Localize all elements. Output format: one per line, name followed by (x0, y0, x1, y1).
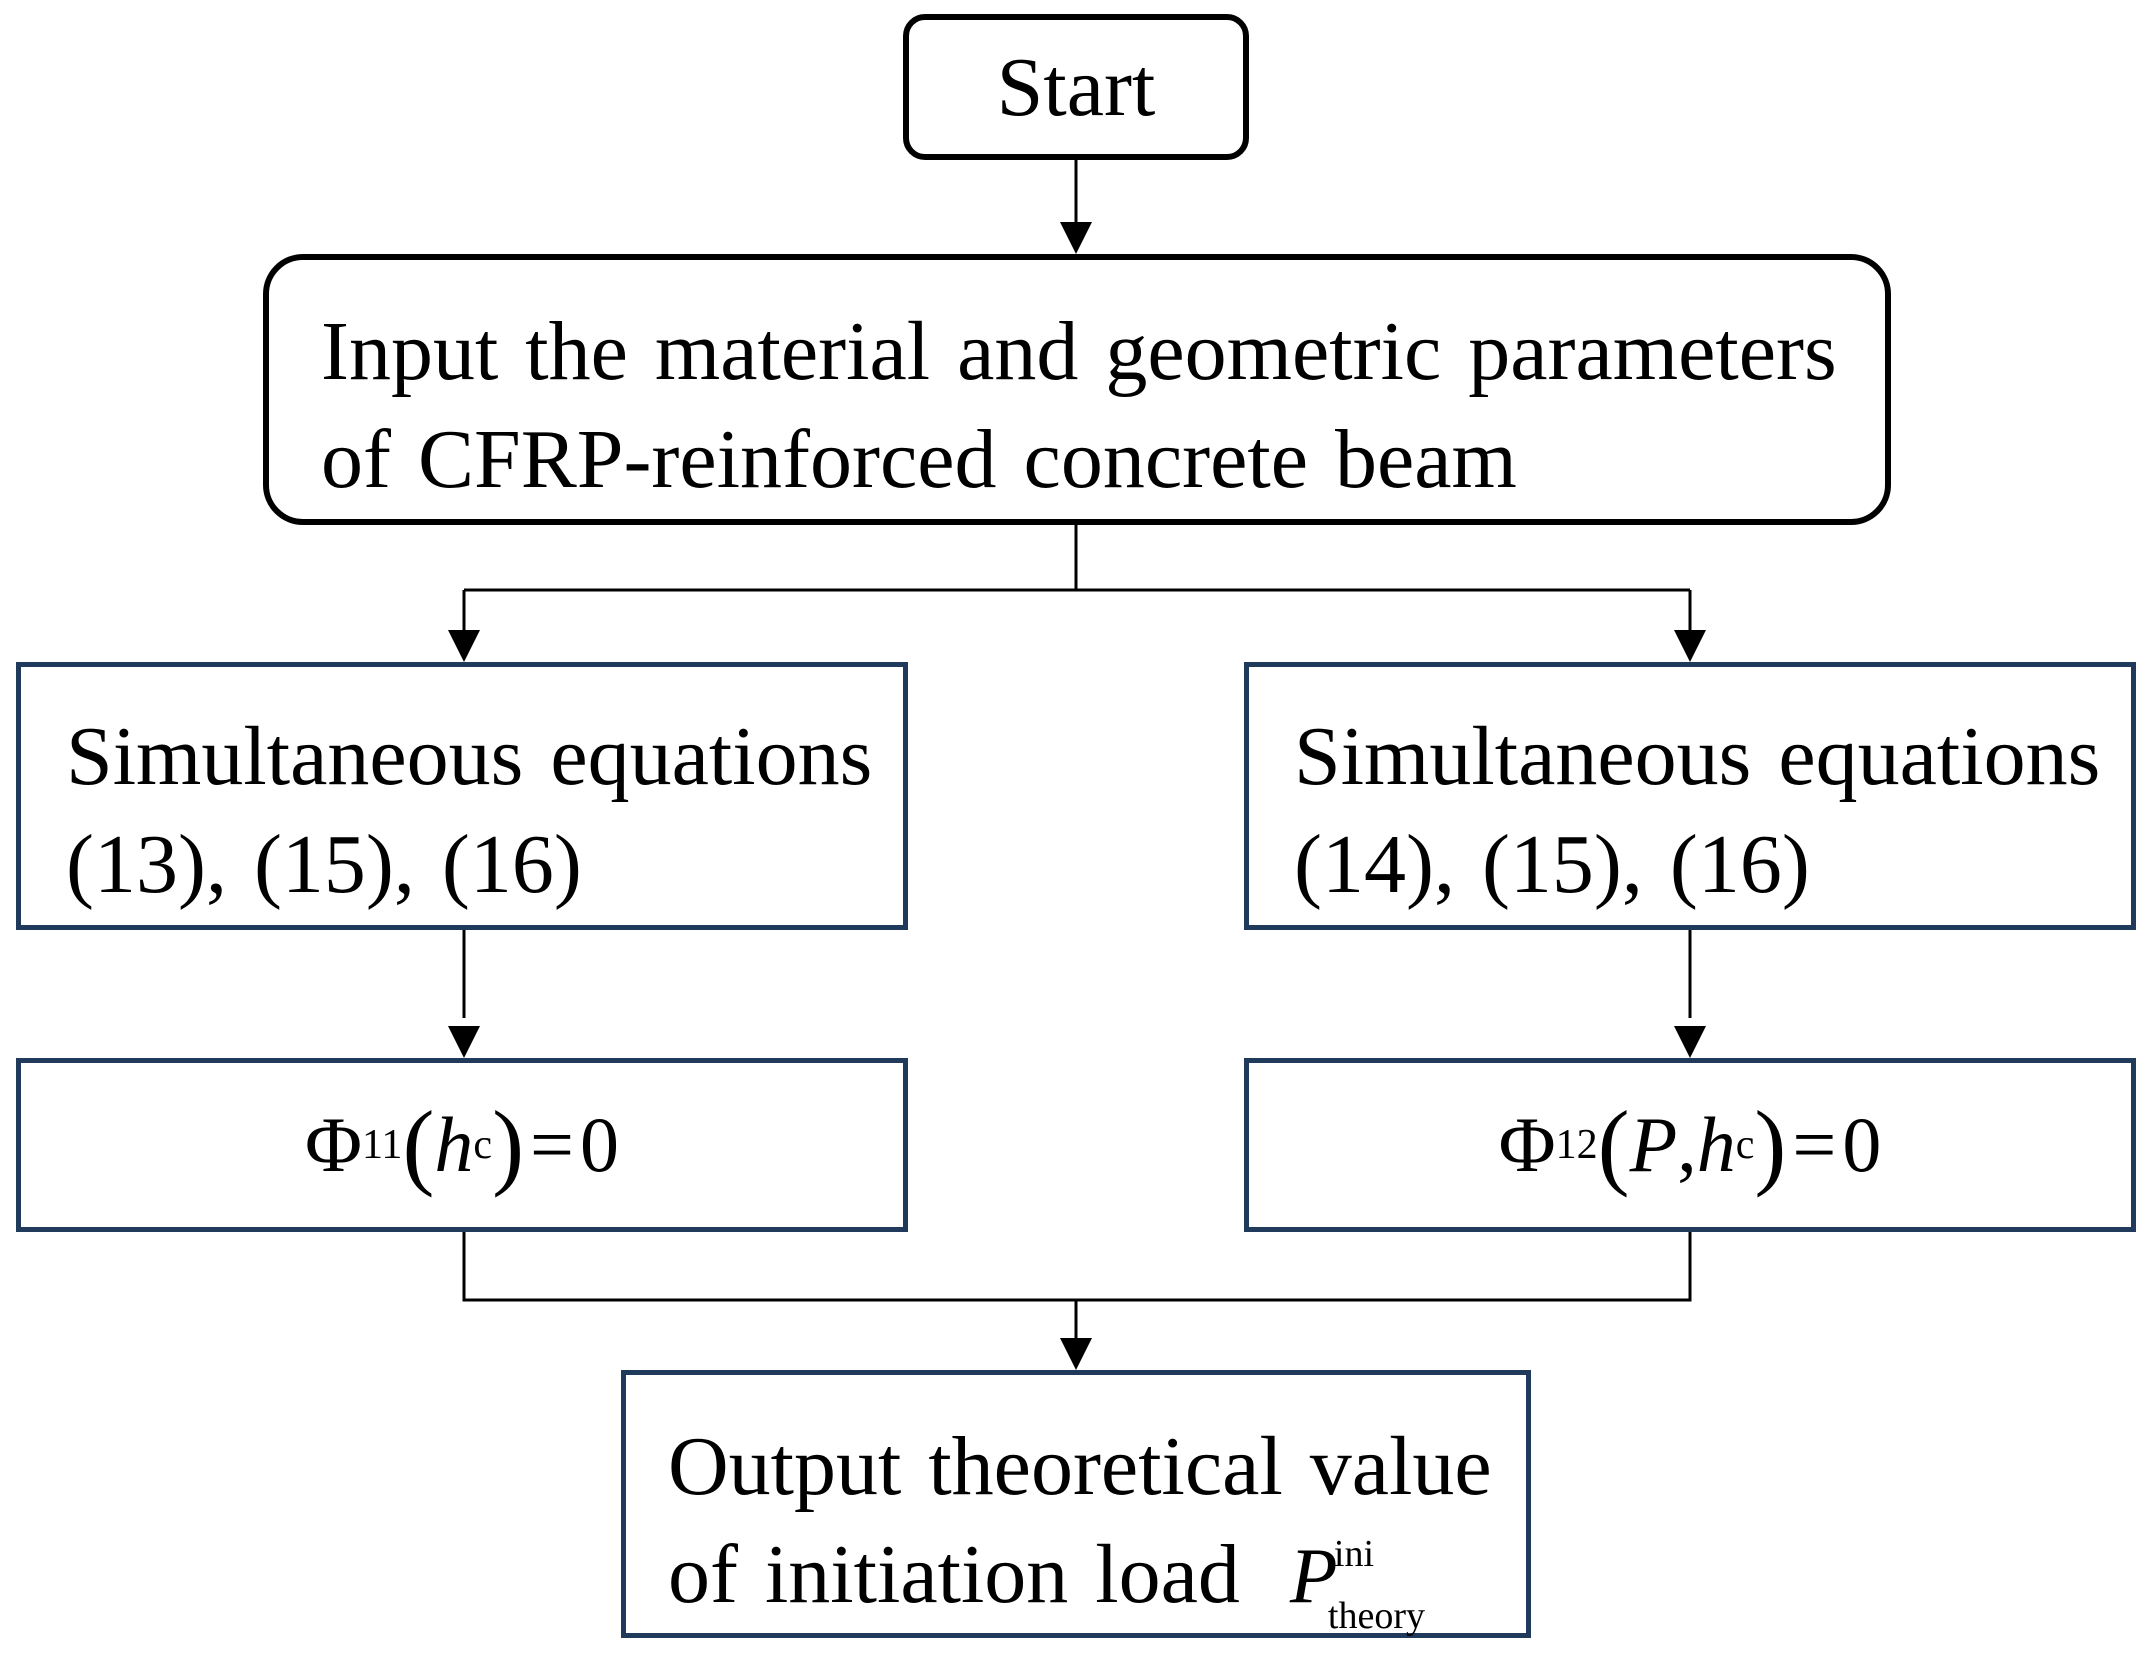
right-arg-sub: c (1735, 1122, 1755, 1168)
arrowhead-input (1060, 222, 1092, 254)
right-equations-node: Simultaneous equations (14), (15), (16) (1244, 662, 2136, 930)
start-label: Start (996, 40, 1156, 134)
right-arg-2: h (1696, 1101, 1736, 1188)
right-equations-text: Simultaneous equations (14), (15), (16) (1294, 703, 2100, 919)
symbol-base: P (1289, 1532, 1338, 1619)
left-phi: Φ (304, 1101, 362, 1188)
symbol-subscript: theory (1327, 1595, 1425, 1637)
output-node: Output theoretical value of initiation l… (621, 1370, 1531, 1638)
right-phi: Φ (1498, 1101, 1556, 1188)
left-arg: h (434, 1101, 474, 1188)
left-arg-sub: c (473, 1122, 493, 1168)
arrowhead-left-cond (448, 1026, 480, 1058)
left-phi-index: 11 (361, 1122, 403, 1168)
left-rhs: 0 (580, 1101, 620, 1188)
start-node: Start (903, 14, 1249, 160)
arrowhead-right-eq (1674, 630, 1706, 662)
left-equations-line-1: Simultaneous equations (66, 710, 873, 803)
left-equations-line-2: (13), (15), (16) (66, 818, 582, 911)
left-equations-text: Simultaneous equations (13), (15), (16) (66, 703, 872, 919)
arrowhead-right-cond (1674, 1026, 1706, 1058)
output-text: Output theoretical value of initiation l… (668, 1413, 1492, 1637)
right-arg-1: P (1629, 1101, 1678, 1188)
right-equations-line-1: Simultaneous equations (1294, 710, 2101, 803)
connector-merge (462, 1232, 1692, 1302)
arrowhead-left-eq (448, 630, 480, 662)
left-equations-node: Simultaneous equations (13), (15), (16) (16, 662, 908, 930)
input-node: Input the material and geometric paramet… (263, 254, 1891, 525)
arrowhead-output (1060, 1338, 1092, 1370)
input-line-2: of CFRP-reinforced concrete beam (321, 413, 1517, 506)
output-line-1: Output theoretical value (668, 1420, 1492, 1513)
input-text: Input the material and geometric paramet… (321, 298, 1837, 514)
symbol-superscript: ini (1333, 1533, 1375, 1575)
right-rhs: 0 (1842, 1101, 1882, 1188)
right-equations-line-2: (14), (15), (16) (1294, 818, 1810, 911)
right-phi-index: 12 (1555, 1122, 1598, 1168)
input-line-1: Input the material and geometric paramet… (321, 305, 1837, 398)
output-line-2-text: of initiation load (668, 1528, 1240, 1621)
